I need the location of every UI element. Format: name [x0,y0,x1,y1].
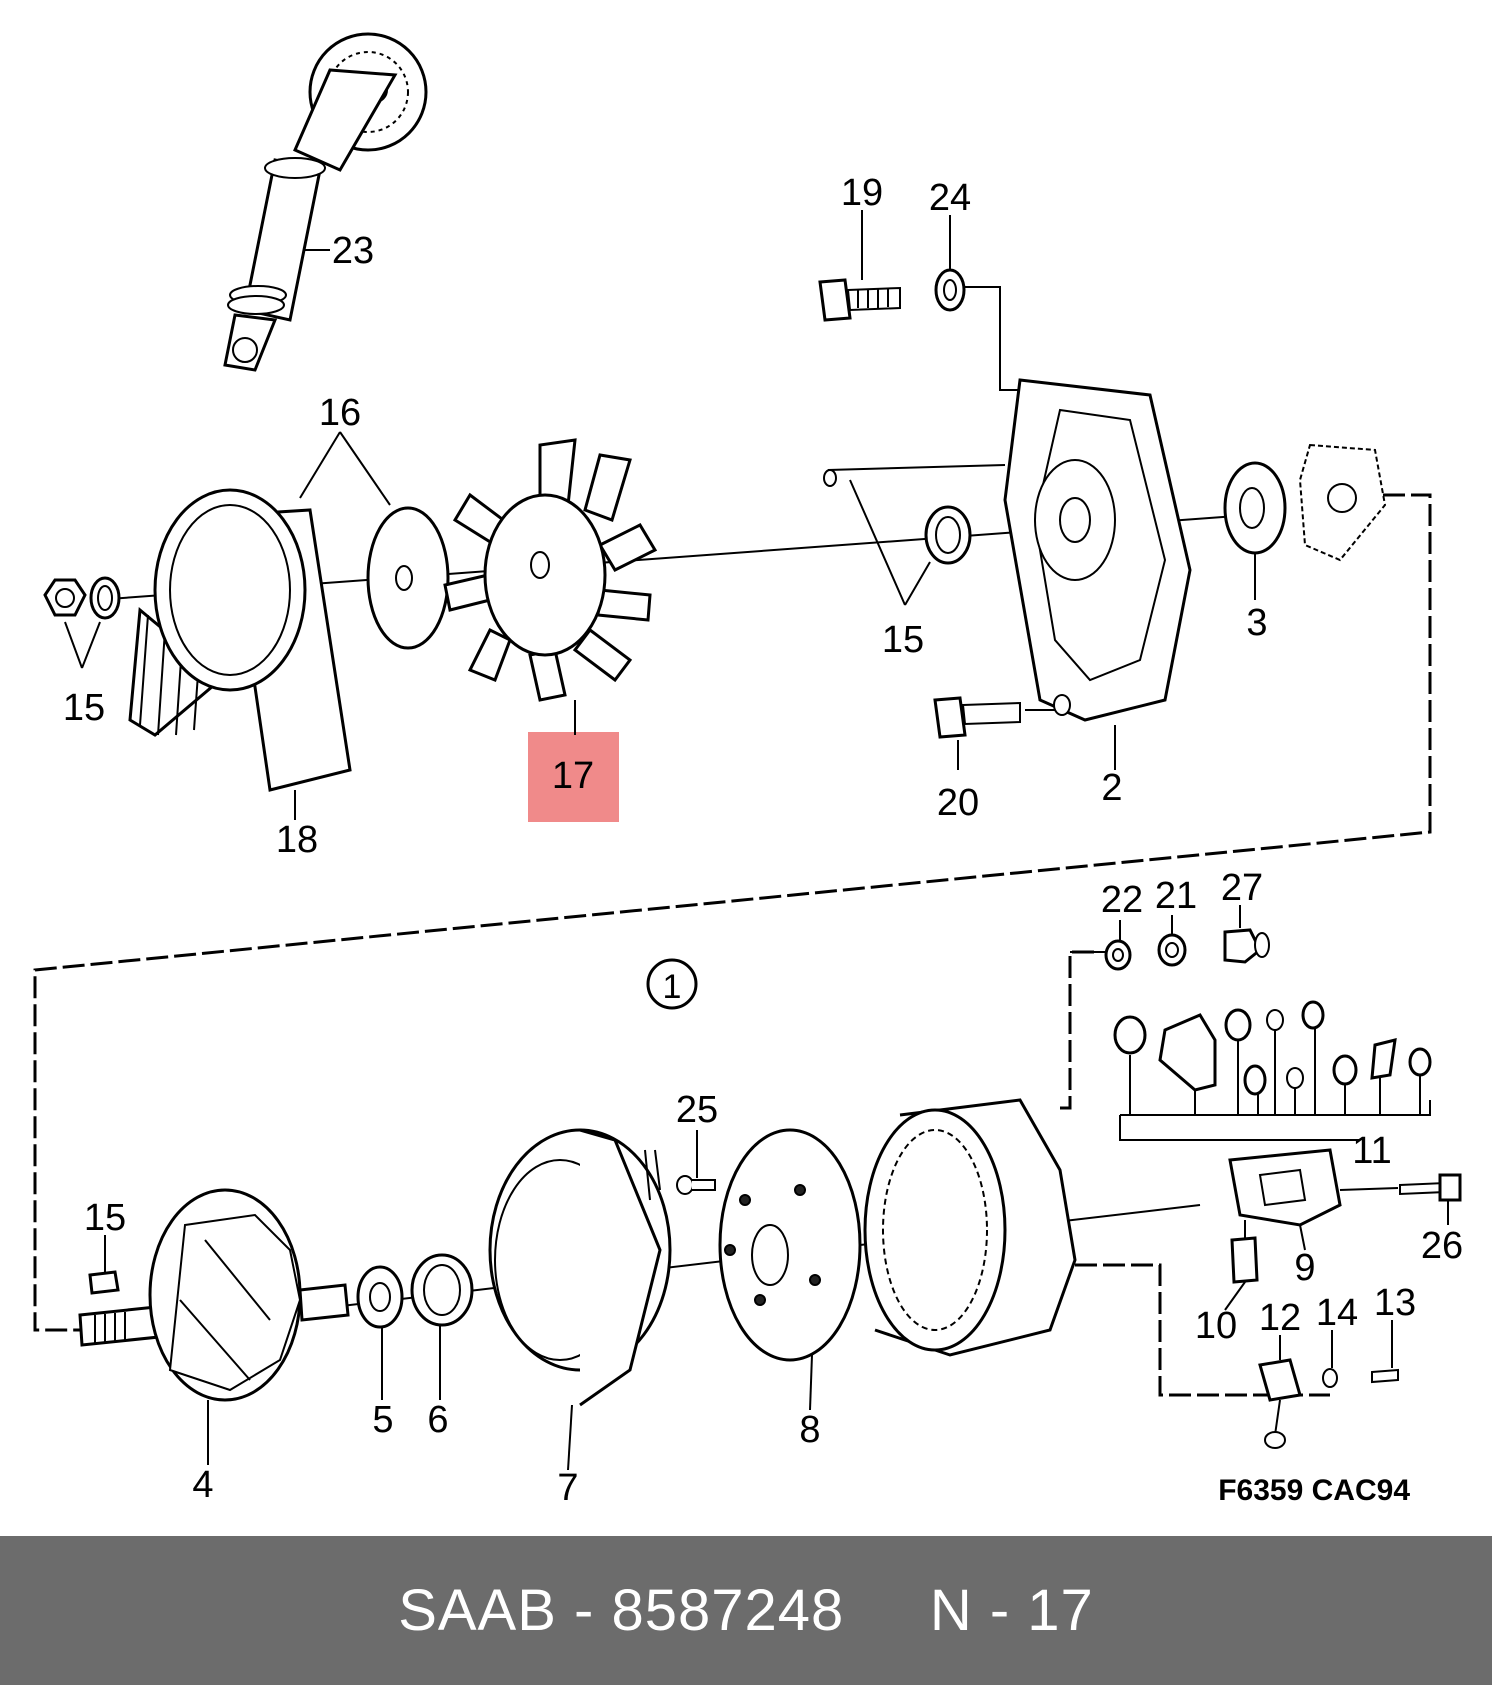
callout-15-center: 15 [882,619,924,661]
callout-9: 9 [1294,1247,1315,1289]
screw-13 [1371,1320,1399,1384]
pulley-16 [153,431,450,692]
callout-3: 3 [1246,602,1267,644]
group-marker-label: 1 [663,968,682,1006]
callout-5: 5 [372,1399,393,1441]
callout-22: 22 [1101,879,1143,921]
nut-27 [1223,905,1270,964]
callout-24: 24 [929,177,971,219]
footer-bar: SAAB - 8587248 N - 17 [0,1536,1492,1685]
bolt-19 [818,210,901,322]
callout-13: 13 [1374,1282,1416,1324]
screw-bearing-15-center [823,464,1006,606]
retaining-plate [1298,443,1387,562]
bearing-3 [1223,461,1287,600]
nut-washer-15-left [43,576,121,669]
callout-labels: 23 19 24 16 15 15 3 17 18 20 2 22 21 27 … [63,172,1463,1509]
highlight-part-17 [528,732,619,822]
bracket-12 [1258,1335,1302,1449]
nut-21 [1157,915,1187,967]
dashed-connector-upper [33,493,1432,1332]
callout-20: 20 [937,782,979,824]
callout-19: 19 [841,172,883,214]
callout-17: 17 [552,755,594,797]
callout-2: 2 [1101,767,1122,809]
group-marker-circle [646,958,698,1010]
callout-8: 8 [799,1409,820,1451]
callout-27: 27 [1221,867,1263,909]
screw-26 [1339,1173,1462,1225]
callout-7: 7 [557,1467,578,1509]
bearing-5 [356,1265,404,1400]
fan-17 [443,438,658,735]
dashed-connector-lower-2 [1075,1263,1330,1397]
exploded-parts-diagram: 1 [33,32,1463,1509]
screw-25 [676,1130,716,1195]
stator-7 [488,1128,672,1471]
rectifier-8 [718,1128,862,1411]
leader-24-to-2 [965,286,1020,391]
callout-10: 10 [1195,1305,1237,1347]
callout-25: 25 [676,1089,718,1131]
housing-2 [1003,378,1192,770]
callout-15-left: 15 [63,687,105,729]
part-number-caption: SAAB - 8587248 N - 17 [398,1578,1094,1643]
lower-assembly: 1 [78,905,1462,1471]
dashed-connector-lower-1 [1060,950,1100,1110]
washer-22 [1104,920,1132,971]
diagram-reference-code: F6359 CAC94 [1218,1474,1410,1507]
bolt-20 [933,694,1071,770]
callout-23: 23 [332,230,374,272]
callout-14: 14 [1316,1292,1358,1334]
ring-6 [410,1253,474,1400]
regulator-9 [1228,1148,1342,1251]
washer-24 [934,215,966,312]
callout-6: 6 [427,1399,448,1441]
callout-15-lower: 15 [84,1197,126,1239]
callout-21: 21 [1155,875,1197,917]
callout-18: 18 [276,819,318,861]
rear-housing [863,1098,1077,1357]
key-15-lower [88,1235,120,1295]
small-parts-kit-11 [1113,1000,1432,1141]
tensioner-23 [223,32,428,372]
callout-16: 16 [319,392,361,434]
callout-12: 12 [1259,1297,1301,1339]
callout-11: 11 [1352,1130,1391,1172]
callout-4: 4 [192,1464,213,1506]
callout-26: 26 [1421,1225,1463,1267]
brush-10 [1224,1220,1259,1311]
rotor-4 [78,1188,350,1465]
washer-14 [1322,1330,1338,1388]
upper-assembly [33,32,1432,1332]
